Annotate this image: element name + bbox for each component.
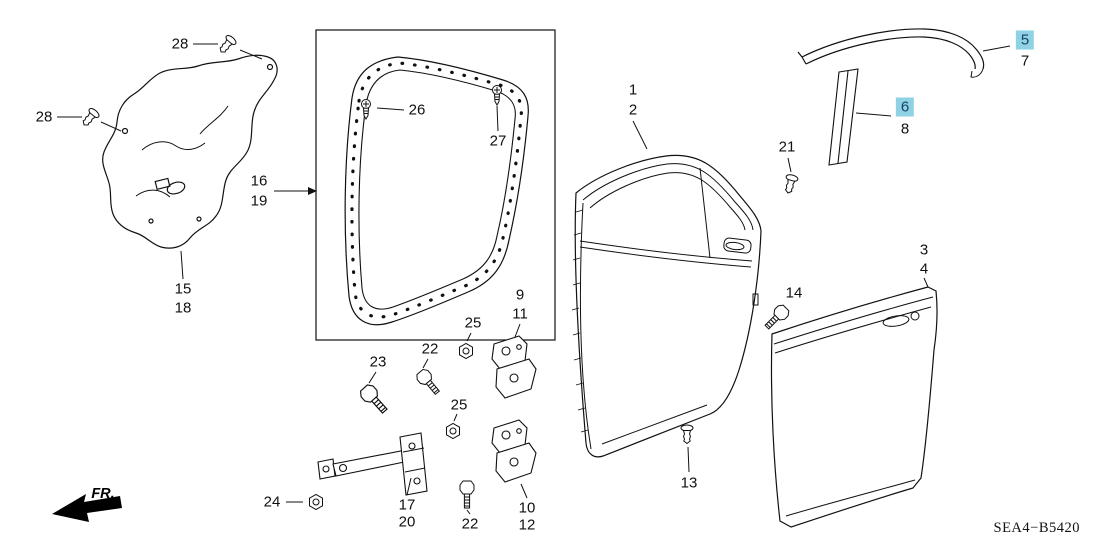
callout-8: 8: [900, 120, 910, 138]
callout-28-top: 28: [171, 35, 189, 53]
outer-door-panel: [770, 286, 938, 528]
diagram-code: SEA4−B5420: [993, 520, 1080, 536]
callout-15: 15: [174, 280, 192, 298]
callout-14: 14: [785, 284, 803, 302]
bolt-icon-22-upper: [414, 367, 444, 398]
lower-hinge: [491, 419, 537, 483]
bolt-icon-14: [761, 302, 792, 333]
callout-12: 12: [518, 516, 536, 534]
push-clip-icon-13: [680, 424, 694, 444]
fr-direction-arrow-icon: [52, 494, 122, 522]
callout-25-lower: 25: [450, 396, 468, 414]
callout-2: 2: [628, 101, 638, 119]
callout-25-upper: 25: [464, 314, 482, 332]
callout-5-highlighted[interactable]: 5: [1015, 30, 1035, 50]
callout-17: 17: [398, 496, 416, 514]
callout-28-left: 28: [35, 108, 53, 126]
nut-icon-25-lower: [446, 423, 460, 439]
nut-icon-25-upper: [459, 343, 473, 359]
callout-13: 13: [680, 474, 698, 492]
callout-16: 16: [250, 172, 268, 190]
door-seal-box: [315, 29, 556, 341]
fasteners: [78, 33, 800, 510]
push-clip-icon-21: [781, 173, 800, 196]
callout-6-highlighted[interactable]: 6: [895, 97, 915, 117]
callout-18: 18: [174, 299, 192, 317]
door-shell: [571, 154, 762, 458]
push-clip-icon-28-top: [215, 33, 239, 57]
screw-icon-27: [492, 85, 502, 106]
screw-icon-26: [361, 99, 371, 120]
bolt-icon-23: [357, 382, 392, 418]
callout-7: 7: [1020, 52, 1030, 70]
leader-lines: [57, 43, 1011, 515]
callout-26: 26: [408, 101, 426, 119]
callout-1: 1: [628, 81, 638, 99]
callout-11: 11: [512, 305, 528, 323]
bolt-icon-22-lower: [459, 480, 475, 509]
callout-3: 3: [919, 241, 929, 259]
callout-24: 24: [263, 493, 281, 511]
push-clip-icon-28-left: [78, 106, 102, 130]
callout-27: 27: [489, 132, 507, 150]
callout-23: 23: [369, 353, 387, 371]
door-checker: [317, 432, 428, 496]
callout-4: 4: [919, 260, 929, 278]
callout-20: 20: [398, 513, 416, 531]
callout-19: 19: [250, 192, 268, 210]
upper-hinge: [491, 335, 537, 399]
pointer-arrowhead: [308, 187, 317, 195]
callout-21: 21: [778, 138, 796, 156]
fr-label: FR.: [91, 486, 115, 502]
nut-icon-24: [309, 494, 323, 510]
callout-10: 10: [518, 499, 536, 517]
sash-tape-strip: [828, 68, 859, 166]
window-run-channel: [797, 28, 985, 78]
callout-9: 9: [515, 286, 525, 304]
callout-22-lower: 22: [461, 515, 479, 533]
callout-22-upper: 22: [421, 340, 439, 358]
inner-panel-insulator: [102, 54, 278, 249]
